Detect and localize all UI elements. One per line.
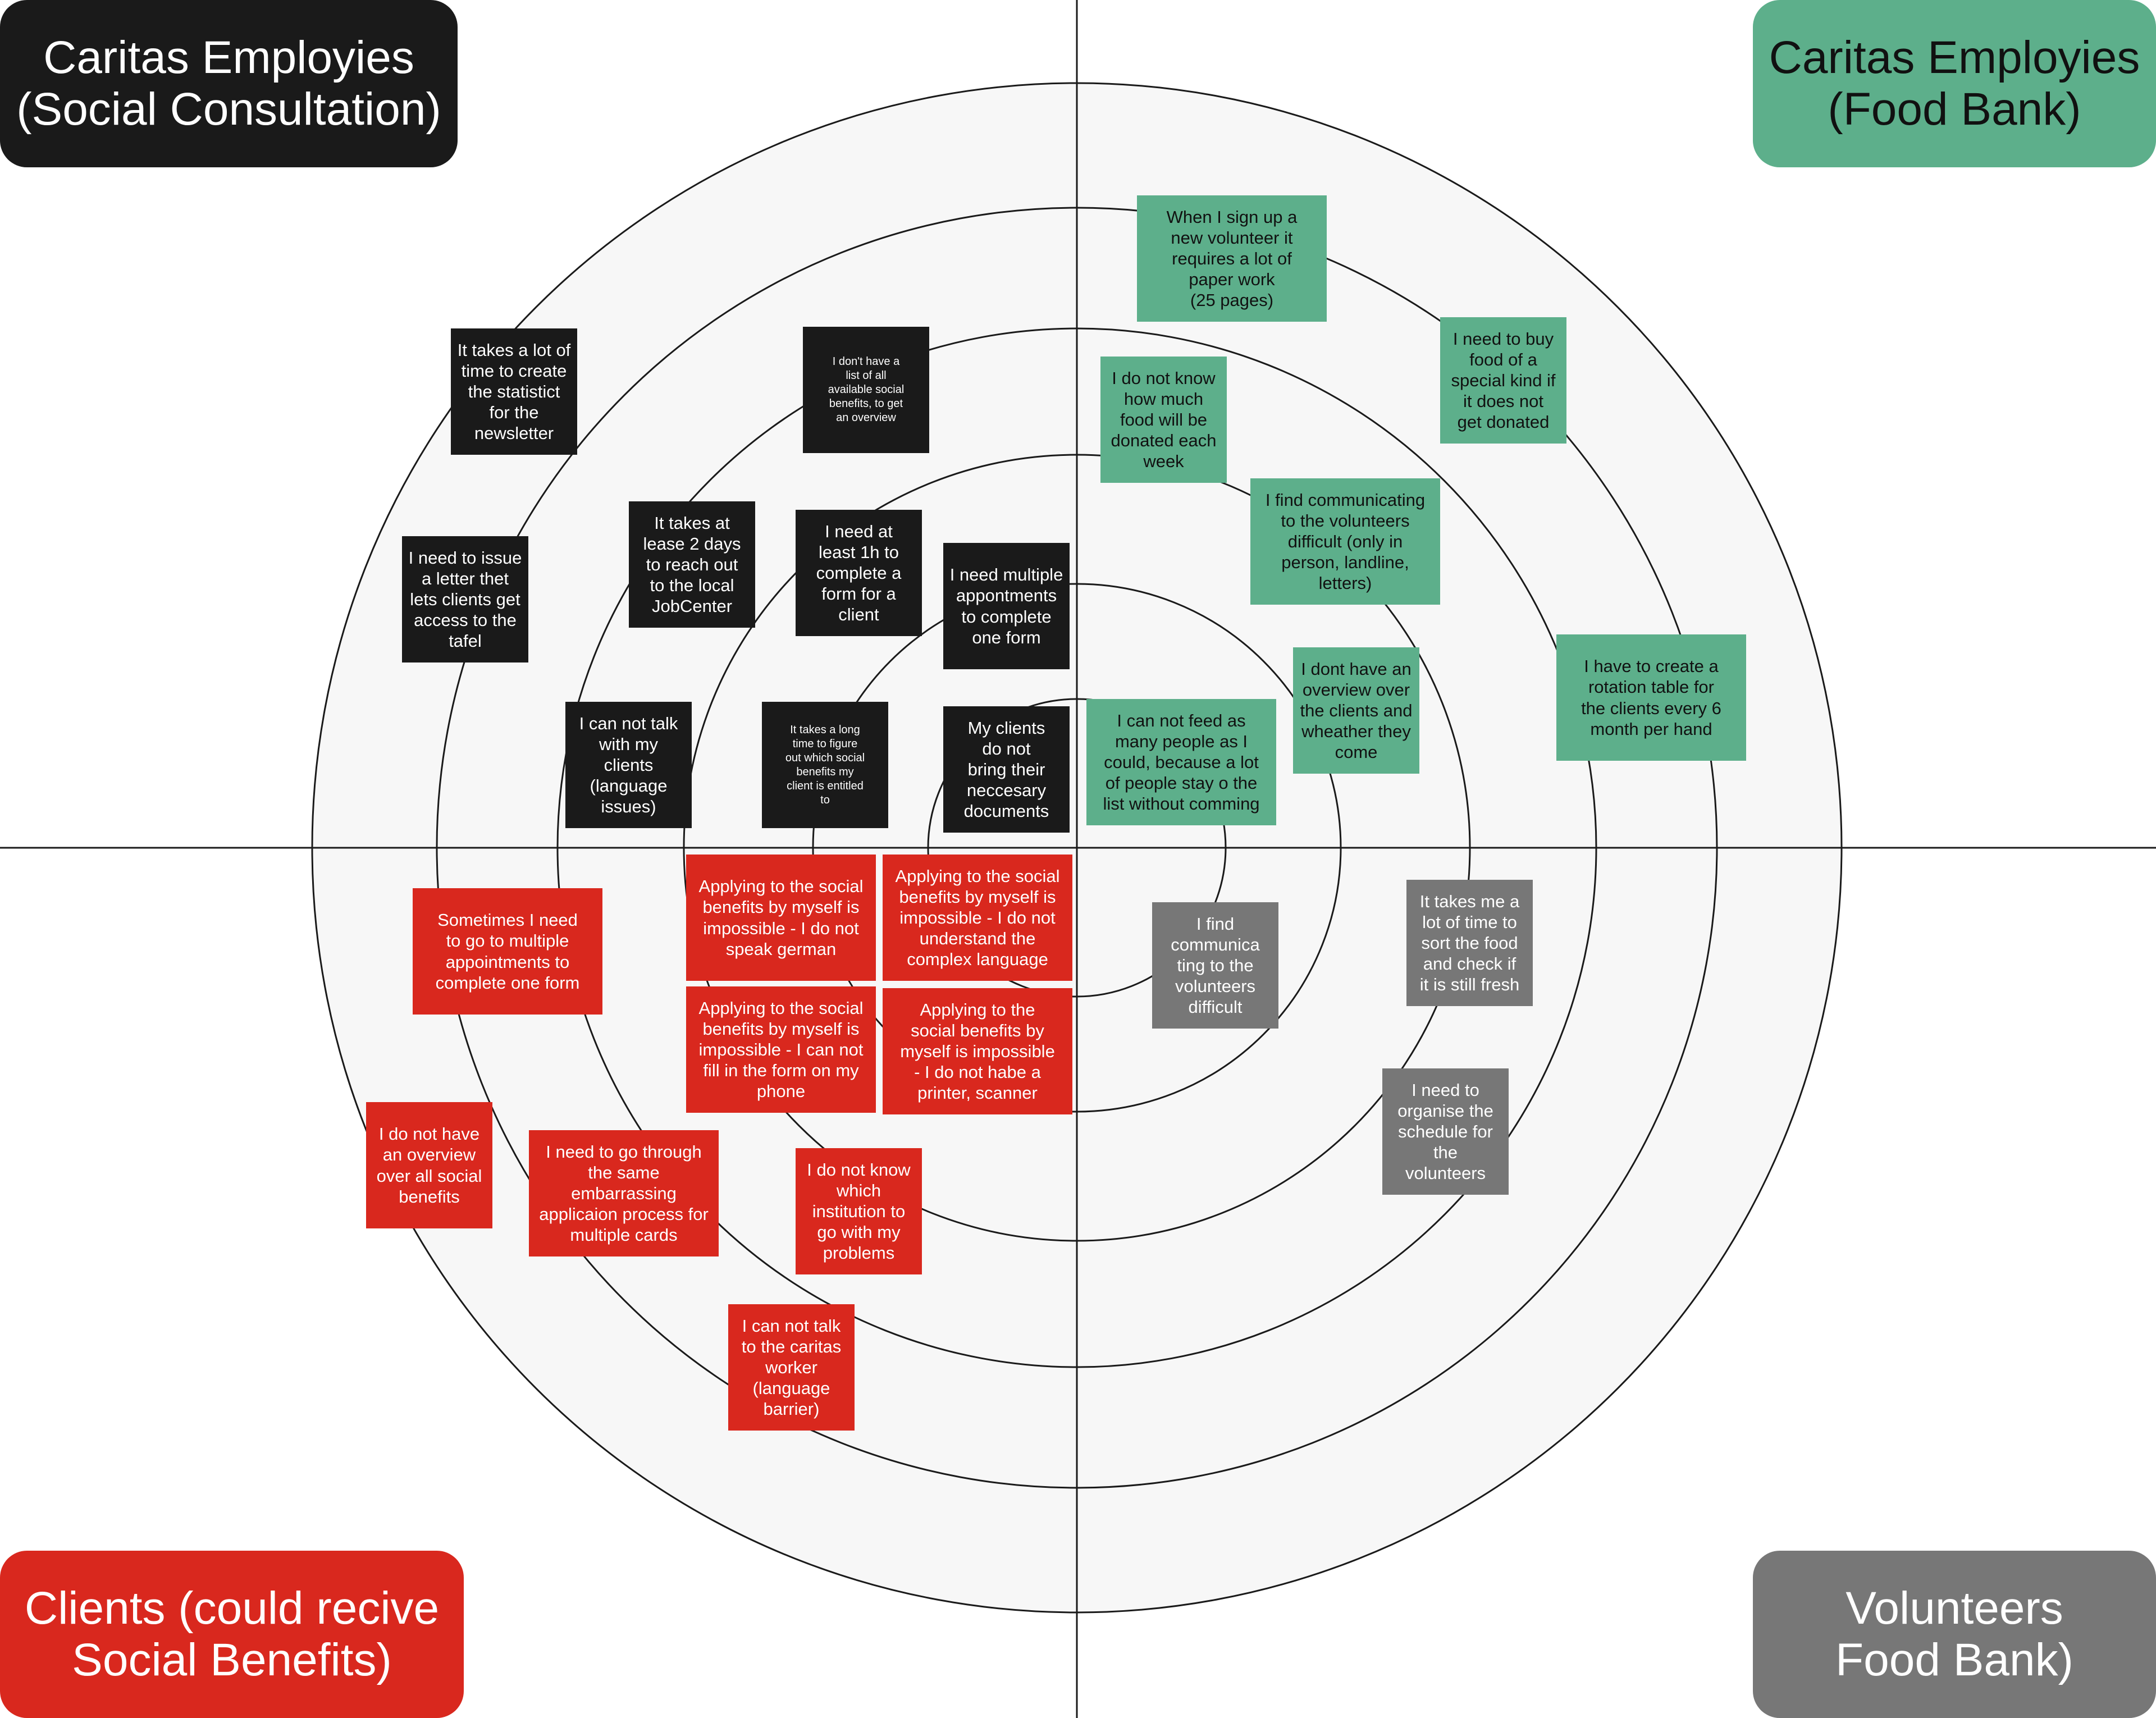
note-phone-form: Applying to the social benefits by mysel…	[686, 986, 876, 1113]
note-language-barrier-client: I can not talk to the caritas worker (la…	[728, 1304, 855, 1431]
note-client-overview: I dont have an overview over the clients…	[1293, 647, 1419, 774]
note-buy-special-food: I need to buy food of a special kind if …	[1440, 317, 1566, 444]
note-sort-food: It takes me a lot of time to sort the fo…	[1406, 880, 1533, 1006]
note-rotation-table: I have to create a rotation table for th…	[1556, 634, 1746, 761]
note-no-printer: Applying to the social benefits by mysel…	[883, 988, 1072, 1114]
note-unknown-donations: I do not know how much food will be dona…	[1100, 357, 1227, 483]
quadrant-label-top-left: Caritas Employies (Social Consultation)	[0, 0, 458, 167]
note-no-benefits-overview: I do not have an overview over all socia…	[366, 1102, 492, 1228]
note-one-hour-form: I need at least 1h to complete a form fo…	[796, 510, 922, 636]
note-waiting-list: I can not feed as many people as I could…	[1086, 699, 1276, 825]
quadrant-label-bottom-left: Clients (could recive Social Benefits)	[0, 1551, 464, 1718]
quadrant-label-top-right: Caritas Employies (Food Bank)	[1753, 0, 2156, 167]
note-embarrassing-process: I need to go through the same embarrassi…	[529, 1130, 719, 1256]
note-no-benefits-list: I don't have a list of all available soc…	[803, 327, 929, 453]
note-language-issues-staff: I can not talk with my clients (language…	[565, 702, 692, 828]
note-statistics-newsletter: It takes a lot of time to create the sta…	[451, 328, 577, 455]
note-jobcenter-delay: It takes at lease 2 days to reach out to…	[629, 501, 755, 628]
note-volunteer-paperwork: When I sign up a new volunteer it requir…	[1137, 195, 1327, 322]
note-organise-schedule: I need to organise the schedule for the …	[1382, 1068, 1509, 1195]
note-no-german: Applying to the social benefits by mysel…	[686, 855, 876, 981]
note-volunteer-communication-difficult: I find communica ting to the volunteers …	[1152, 902, 1278, 1029]
note-missing-documents: My clients do not bring their neccesary …	[943, 706, 1070, 833]
note-figure-out-benefits: It takes a long time to figure out which…	[762, 702, 888, 828]
quadrant-label-bottom-right: Volunteers Food Bank)	[1753, 1551, 2156, 1718]
note-multiple-appointments-client: Sometimes I need to go to multiple appoi…	[413, 888, 602, 1015]
note-which-institution: I do not know which institution to go wi…	[796, 1148, 922, 1274]
note-multiple-appointments-staff: I need multiple appontments to complete …	[943, 543, 1070, 669]
note-issue-tafel-letter: I need to issue a letter thet lets clien…	[402, 536, 528, 662]
note-complex-language: Applying to the social benefits by mysel…	[883, 855, 1072, 981]
note-volunteer-communication: I find communicating to the volunteers d…	[1250, 478, 1440, 605]
